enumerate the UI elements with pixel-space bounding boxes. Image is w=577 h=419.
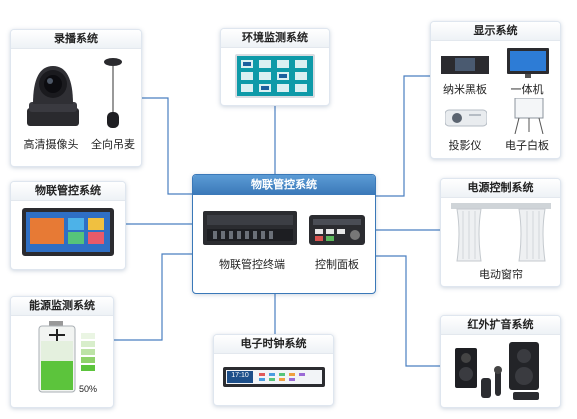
connector-recording xyxy=(140,97,192,195)
display-system-title: 显示系统 xyxy=(431,22,560,41)
recording-system-title: 录播系统 xyxy=(11,30,141,49)
central-iot-card: 物联管控系统 物联管控终端 控制面板 xyxy=(192,174,376,294)
all-in-one-icon xyxy=(507,48,549,78)
environment-system-title: 环境监测系统 xyxy=(221,29,329,48)
electronic-clock-card: 电子时钟系统 17:10 xyxy=(213,334,334,406)
battery-icon xyxy=(38,321,76,393)
environment-system-card: 环境监测系统 xyxy=(220,28,330,106)
iot-terminal-icon xyxy=(203,211,297,245)
clock-display-icon xyxy=(223,367,325,387)
electronic-whiteboard-label: 电子白板 xyxy=(505,140,549,152)
iot-system-card: 物联管控系统 xyxy=(10,181,126,270)
hd-camera-icon xyxy=(27,66,79,126)
electric-curtain-icon xyxy=(451,203,551,262)
infrared-audio-title: 红外扩音系统 xyxy=(441,316,560,335)
battery-level-bars xyxy=(81,333,95,377)
nano-blackboard-label: 纳米黑板 xyxy=(443,84,487,96)
iot-system-title: 物联管控系统 xyxy=(11,182,125,201)
energy-monitoring-card: 能源监测系统 50% xyxy=(10,296,114,408)
electronic-whiteboard-icon xyxy=(514,98,544,134)
display-system-card: 显示系统 纳米黑板 一体机 投影仪 电子白板 xyxy=(430,21,561,159)
control-panel-label: 控制面板 xyxy=(315,259,359,271)
projector-icon xyxy=(445,109,487,127)
control-panel-icon xyxy=(309,215,365,245)
environment-panel-icon xyxy=(235,54,315,98)
nano-blackboard-icon xyxy=(441,56,489,74)
connector-audio xyxy=(374,255,440,367)
ceiling-mic-label: 全向吊麦 xyxy=(91,139,135,151)
speaker-set-icon xyxy=(455,342,539,400)
clock-time-text: 17:10 xyxy=(231,372,249,379)
iot-terminal-label: 物联管控终端 xyxy=(219,259,285,271)
connector-energy xyxy=(112,253,192,341)
ceiling-mic-icon xyxy=(104,58,122,128)
energy-monitoring-title: 能源监测系统 xyxy=(11,297,113,316)
power-control-title: 电源控制系统 xyxy=(441,179,560,198)
projector-label: 投影仪 xyxy=(448,140,482,152)
hd-camera-label: 高清摄像头 xyxy=(23,139,79,151)
iot-tablet-icon xyxy=(22,208,114,256)
infrared-audio-card: 红外扩音系统 xyxy=(440,315,561,408)
electronic-clock-title: 电子时钟系统 xyxy=(214,335,333,354)
power-control-card: 电源控制系统 电动窗帘 xyxy=(440,178,561,287)
battery-percent-text: 50% xyxy=(78,384,97,394)
electric-curtain-label: 电动窗帘 xyxy=(479,269,523,281)
central-iot-title: 物联管控系统 xyxy=(193,175,375,195)
recording-system-card: 录播系统 高清摄像头 全向吊麦 xyxy=(10,29,142,167)
connector-display xyxy=(374,75,430,197)
all-in-one-label: 一体机 xyxy=(510,84,544,96)
